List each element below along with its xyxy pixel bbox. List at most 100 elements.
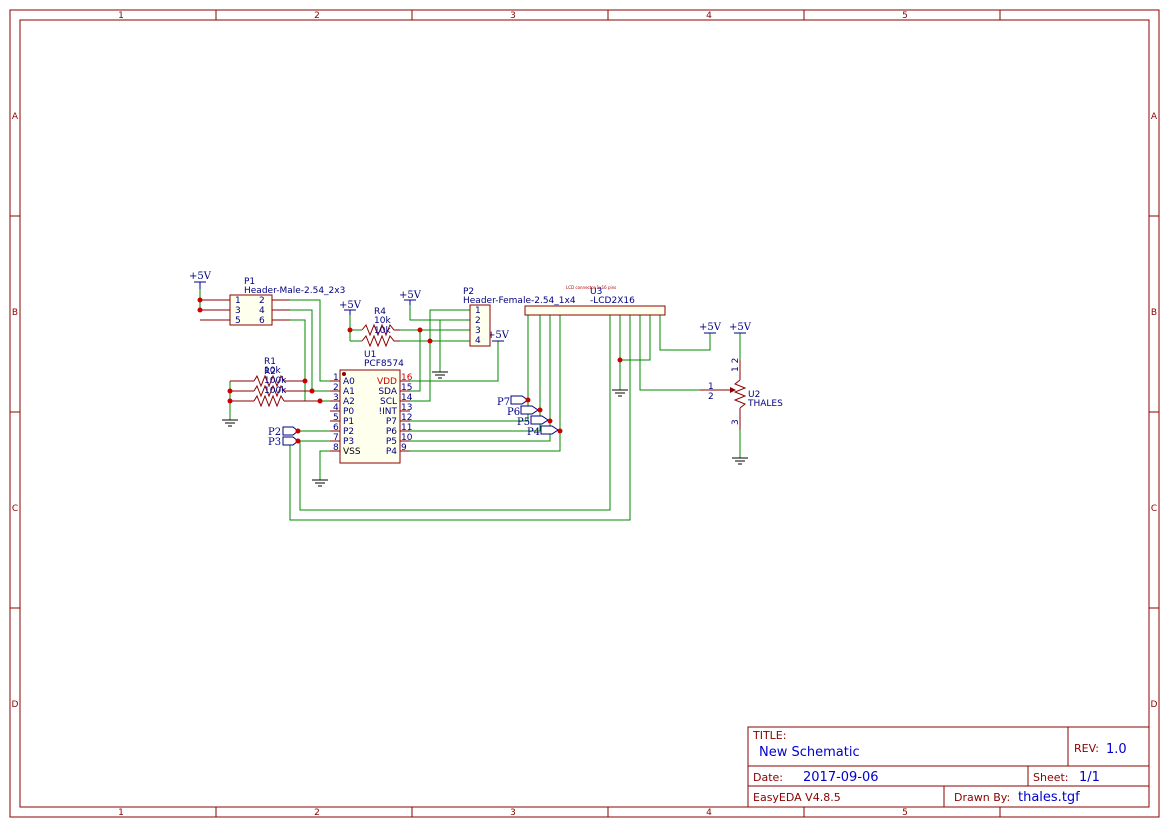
net-flag-p2[interactable]: P2 xyxy=(268,426,299,438)
svg-text:P1: P1 xyxy=(343,417,354,427)
zone-col-4-bottom: 4 xyxy=(706,808,712,818)
svg-text:15: 15 xyxy=(401,383,412,393)
svg-text:-LCD2X16: -LCD2X16 xyxy=(590,296,635,306)
svg-text:P5: P5 xyxy=(517,417,530,428)
component-p2[interactable]: P2 Header-Female-2.54_1x4 1 2 3 4 xyxy=(463,287,576,347)
component-u3[interactable]: LCD connector 1x16 pins U3 -LCD2X16 xyxy=(524,285,666,316)
svg-text:100k: 100k xyxy=(264,386,287,396)
svg-text:U3: U3 xyxy=(590,287,602,297)
svg-text:9: 9 xyxy=(401,443,407,453)
zone-col-3: 3 xyxy=(510,11,516,21)
u1-left-pins: 1 2 3 4 5 6 7 8 A0 A1 A2 P0 P1 P2 P3 VSS xyxy=(330,373,361,457)
ground-icon xyxy=(432,371,448,379)
svg-text:P5: P5 xyxy=(386,437,397,447)
p1-value: Header-Male-2.54_2x3 xyxy=(244,286,345,296)
component-r2[interactable]: R2 100k xyxy=(230,367,312,398)
p1-ref: P1 xyxy=(244,277,255,287)
svg-text:VSS: VSS xyxy=(343,447,361,457)
zone-col-3-bottom: 3 xyxy=(510,808,516,818)
rev-label: REV: xyxy=(1074,742,1099,755)
zone-row-a: A xyxy=(12,112,19,122)
svg-text:2: 2 xyxy=(708,392,714,402)
component-r5[interactable]: 10k xyxy=(361,326,400,348)
svg-text:16: 16 xyxy=(401,373,413,383)
net-flag-p7[interactable]: P7 xyxy=(497,395,529,408)
net-flag-p6[interactable]: P6 xyxy=(507,405,539,418)
zone-row-d: D xyxy=(12,700,19,710)
component-u2[interactable]: U2 THALES 1 2 1 2 3 xyxy=(700,358,783,430)
svg-text:+5V: +5V xyxy=(487,330,510,341)
power-symbols: +5V +5V +5V +5V +5V +5V xyxy=(189,271,752,342)
svg-text:2: 2 xyxy=(475,316,481,326)
component-r4[interactable]: R4 10k xyxy=(361,307,400,337)
u1-right-pins: 16 15 14 13 12 11 10 9 VDD SDA SCL !INT … xyxy=(377,373,413,457)
svg-text:1 2: 1 2 xyxy=(731,358,741,372)
svg-text:3: 3 xyxy=(333,393,339,403)
svg-text:11: 11 xyxy=(401,423,412,433)
svg-text:14: 14 xyxy=(401,393,413,403)
svg-text:!INT: !INT xyxy=(379,407,398,417)
svg-text:P3: P3 xyxy=(268,437,281,448)
svg-text:1: 1 xyxy=(235,296,241,306)
svg-text:LCD connector 1x16 pins: LCD connector 1x16 pins xyxy=(566,285,616,290)
component-p1[interactable]: P1 Header-Male-2.54_2x3 1 3 5 2 4 6 xyxy=(200,277,345,326)
svg-text:A0: A0 xyxy=(343,377,355,387)
wires xyxy=(199,289,741,521)
zone-col-5-bottom: 5 xyxy=(902,808,908,818)
power-5v-pot: +5V xyxy=(729,322,752,334)
component-r3[interactable]: 100k xyxy=(230,386,320,408)
component-u1[interactable]: U1 PCF8574 1 2 3 4 5 6 7 8 A0 A1 A2 P0 P… xyxy=(330,350,413,464)
zone-row-b-right: B xyxy=(1151,308,1157,318)
svg-text:P2: P2 xyxy=(343,427,354,437)
svg-text:SDA: SDA xyxy=(378,387,397,397)
drawn-by-value: thales.tgf xyxy=(1018,790,1080,805)
rev-value: 1.0 xyxy=(1106,742,1127,757)
net-flag-p4[interactable]: P4 xyxy=(527,425,559,438)
svg-text:P6: P6 xyxy=(507,407,520,418)
zone-row-b: B xyxy=(12,308,18,318)
svg-text:1: 1 xyxy=(475,306,481,316)
software-label: EasyEDA V4.8.5 xyxy=(753,791,841,804)
ground-symbols xyxy=(222,371,748,487)
zone-row-c-right: C xyxy=(1151,504,1157,514)
svg-text:U2: U2 xyxy=(748,390,760,400)
svg-text:8: 8 xyxy=(333,443,339,453)
component-r1[interactable]: R1 10k xyxy=(230,357,305,388)
power-5v-vdd: +5V xyxy=(487,330,510,342)
svg-text:4: 4 xyxy=(333,403,339,413)
svg-text:4: 4 xyxy=(475,336,481,346)
date-label: Date: xyxy=(753,771,783,784)
title-label: TITLE: xyxy=(752,729,786,742)
drawn-by-label: Drawn By: xyxy=(954,791,1010,804)
svg-text:+5V: +5V xyxy=(729,322,752,333)
svg-text:2: 2 xyxy=(259,296,265,306)
date-value: 2017-09-06 xyxy=(803,770,879,785)
title-value: New Schematic xyxy=(759,745,860,760)
sheet-frame: 1 2 3 4 5 1 2 3 4 5 A B C D A B C D xyxy=(9,9,1160,818)
svg-text:7: 7 xyxy=(333,433,339,443)
net-flag-p5[interactable]: P5 xyxy=(517,415,549,428)
net-flag-p3[interactable]: P3 xyxy=(268,436,299,448)
zone-col-1-bottom: 1 xyxy=(118,808,124,818)
zone-col-5: 5 xyxy=(902,11,908,21)
svg-text:P2: P2 xyxy=(268,427,281,438)
svg-text:+5V: +5V xyxy=(339,300,362,311)
svg-text:THALES: THALES xyxy=(747,399,783,409)
svg-text:10k: 10k xyxy=(264,366,281,376)
sheet-value: 1/1 xyxy=(1079,770,1100,785)
svg-text:A2: A2 xyxy=(343,397,355,407)
svg-text:+5V: +5V xyxy=(699,322,722,333)
svg-text:100k: 100k xyxy=(264,376,287,386)
net-flags: P2 P3 P7 P6 P5 P4 xyxy=(268,395,559,448)
ground-icon xyxy=(312,479,328,487)
ground-icon xyxy=(222,419,238,427)
svg-text:1: 1 xyxy=(333,373,339,383)
zone-row-a-right: A xyxy=(1151,112,1158,122)
svg-text:P7: P7 xyxy=(497,397,510,408)
power-5v-p1: +5V xyxy=(189,271,212,289)
svg-text:10k: 10k xyxy=(374,326,391,336)
ground-icon xyxy=(732,457,748,465)
svg-text:2: 2 xyxy=(333,383,339,393)
svg-text:+5V: +5V xyxy=(189,271,212,282)
